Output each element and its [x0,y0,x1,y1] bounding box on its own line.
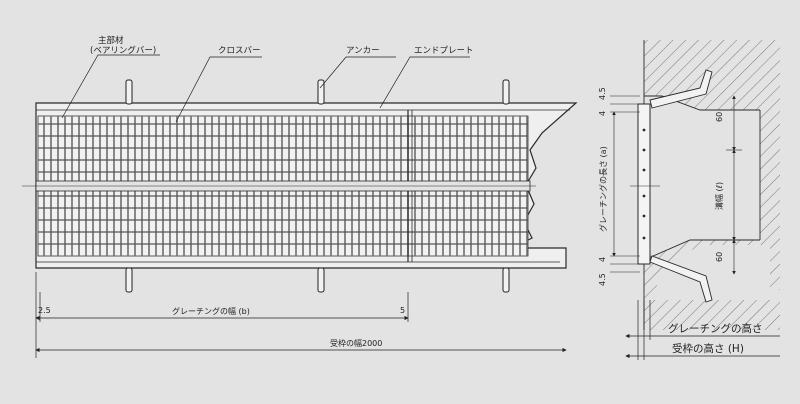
dim-top-anchor: 60 [715,112,724,122]
anchor-6 [502,267,510,293]
anchors-bottom [125,267,510,293]
grating-section-bar [637,103,651,265]
label-main-bar-line1: 主部材 [98,35,124,46]
section-anchor-bottom [649,255,713,303]
dim-bottom-offset: 4.5 [598,273,607,286]
dim-groove-width: 溝幅 (ℓ) [714,182,724,210]
width-dimensions [35,272,567,358]
section-left-dims [610,95,640,273]
dim-grating-length: グレーチングの長さ (a) [598,146,608,232]
section-right-dims [726,95,742,275]
dim-frame-width: 受枠の幅2000 [330,338,382,348]
dim-margin-right: 5 [400,306,405,315]
anchor-3 [502,79,510,105]
leader-lines [61,54,470,123]
dim-top-inner: 4 [598,111,607,116]
anchor-4 [125,267,133,293]
dim-frame-height: 受枠の高さ (H) [672,342,744,355]
label-end-plate: エンドプレート [414,46,474,56]
dim-grating-width: グレーチングの幅 (b) [172,306,250,316]
section-anchor-top [649,69,713,109]
concrete-hatch [644,40,780,300]
dim-grating-height: グレーチングの高さ [668,322,763,335]
anchor-1 [125,79,133,105]
dim-top-offset: 4.5 [598,87,607,100]
dim-bottom-inner: 4 [598,257,607,262]
anchors-top [125,79,510,105]
height-dimensions [625,300,780,360]
dim-bottom-anchor: 60 [715,252,724,262]
label-anchor: アンカー [346,46,380,56]
dim-margin-left: 2.5 [38,306,51,315]
label-main-bar-line2: (ベアリングバー) [90,45,156,56]
anchor-2 [317,79,325,105]
anchor-5 [317,267,325,293]
label-cross-bar: クロスバー [218,46,261,56]
plan-view: 主部材 (ベアリングバー) クロスバー アンカー エンドプレート 2.5 5 グ… [22,35,578,358]
grating-panel [22,110,536,262]
section-view: 4.5 4 4 4.5 グレーチングの長さ (a) 60 60 溝幅 (ℓ) グ… [598,40,780,360]
